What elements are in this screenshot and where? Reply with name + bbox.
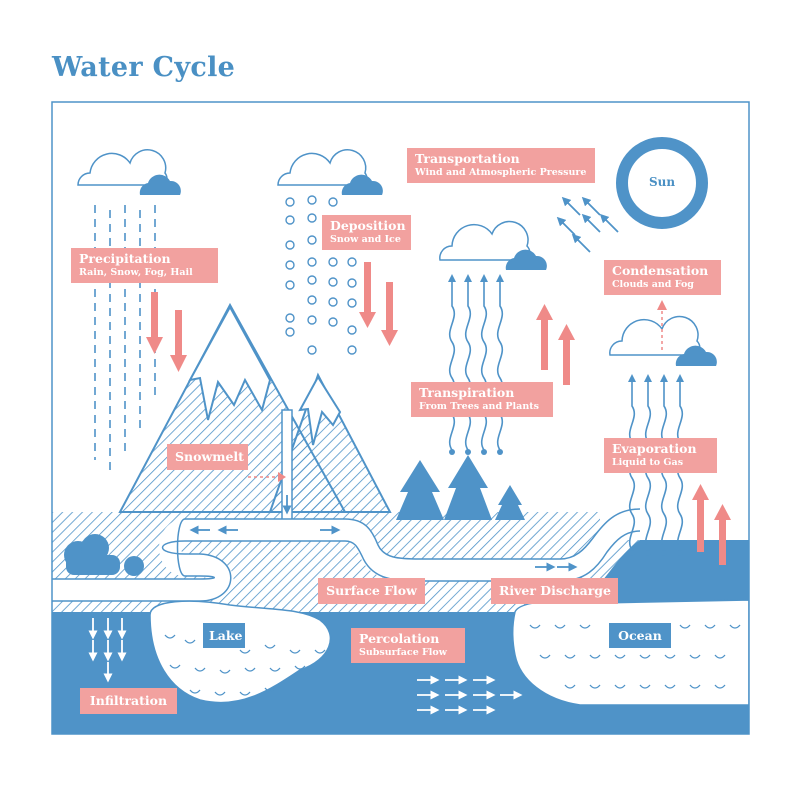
ocean (512, 599, 749, 706)
label-percolation-subtitle: Subsurface Flow (359, 647, 447, 659)
label-evaporation-title: Evaporation (612, 441, 697, 456)
label-condensation: Condensation Clouds and Fog (604, 260, 721, 296)
label-transpiration-title: Transpiration (419, 385, 515, 400)
cloud-condensation (609, 315, 717, 366)
label-deposition-title: Deposition (330, 218, 406, 233)
lake (149, 600, 331, 704)
label-ocean: Ocean (609, 623, 671, 648)
label-snowmelt: Snowmelt (167, 444, 248, 471)
label-deposition: Deposition Snow and Ice (322, 215, 411, 251)
label-evaporation: Evaporation Liquid to Gas (604, 438, 717, 474)
cloud-deposition (277, 149, 383, 195)
river (52, 509, 749, 601)
ocean-waves (529, 624, 741, 689)
label-river-discharge: River Discharge (491, 578, 618, 605)
label-precipitation-subtitle: Rain, Snow, Fog, Hail (79, 267, 193, 279)
cloud-transpiration (439, 220, 547, 270)
infiltration-arrows (88, 618, 127, 683)
label-transpiration: Transpiration From Trees and Plants (411, 382, 553, 418)
label-condensation-subtitle: Clouds and Fog (612, 279, 694, 291)
transpiration-arrows (448, 274, 504, 451)
snow-cap-small (298, 375, 342, 446)
bush (66, 555, 120, 575)
label-condensation-title: Condensation (612, 263, 709, 278)
label-sun: Sun (648, 175, 676, 189)
pink-arrows (146, 262, 731, 565)
label-transportation-subtitle: Wind and Atmospheric Pressure (415, 167, 587, 179)
label-percolation-title: Percolation (359, 631, 440, 646)
trees (396, 455, 525, 520)
percolation-arrows (417, 675, 523, 715)
page-title: Water Cycle (52, 52, 236, 83)
label-surface-flow: Surface Flow (318, 578, 425, 605)
label-evaporation-subtitle: Liquid to Gas (612, 457, 684, 469)
label-precipitation-title: Precipitation (79, 251, 171, 266)
label-transportation: Transportation Wind and Atmospheric Pres… (407, 148, 595, 184)
label-percolation: Percolation Subsurface Flow (351, 628, 465, 664)
label-lake: Lake (203, 623, 245, 648)
diagram-frame (51, 101, 750, 735)
label-transportation-title: Transportation (415, 151, 520, 166)
sun-icon (616, 137, 708, 229)
label-infiltration: Infiltration (80, 688, 177, 715)
wind-arrows (556, 196, 619, 253)
lake-waves (164, 634, 326, 696)
label-transpiration-subtitle: From Trees and Plants (419, 401, 539, 413)
mountain-small (268, 372, 392, 513)
evaporation-arrows (628, 374, 684, 551)
label-deposition-subtitle: Snow and Ice (330, 234, 401, 246)
snow-cap-large (188, 304, 272, 421)
cloud-precipitation (77, 149, 181, 195)
label-precipitation: Precipitation Rain, Snow, Fog, Hail (71, 248, 218, 284)
